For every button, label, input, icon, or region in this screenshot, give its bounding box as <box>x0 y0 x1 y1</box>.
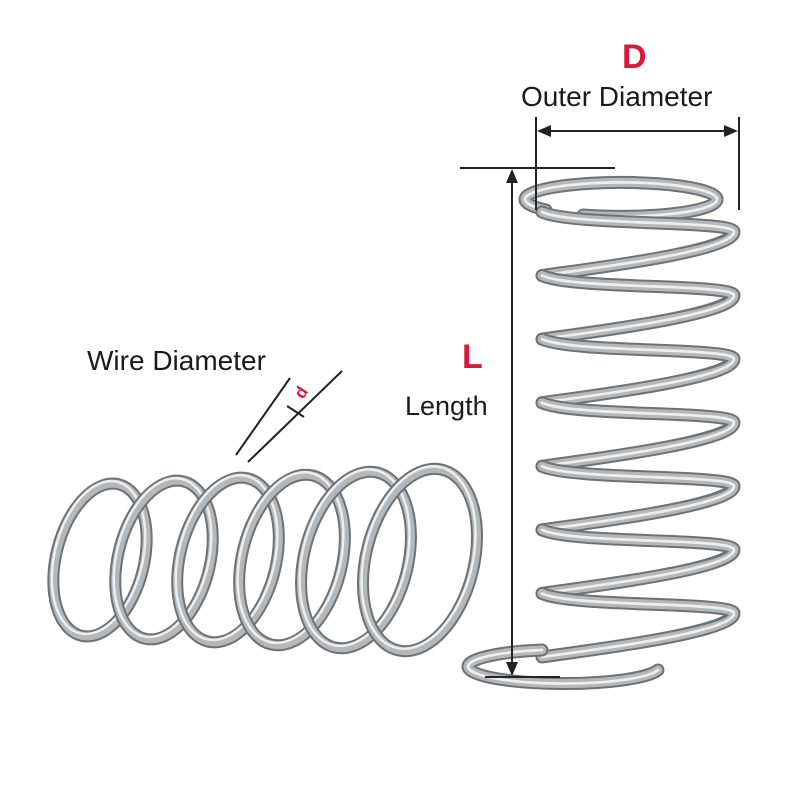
spring-coil <box>535 523 741 600</box>
outer-diameter-label: Outer Diameter <box>521 81 713 112</box>
wire-diameter-line-upper <box>247 370 343 463</box>
spring-coil <box>535 269 741 346</box>
spring-coil-highlight <box>50 479 147 636</box>
spring-coil <box>535 586 741 664</box>
outer-diameter-symbol: D <box>622 38 647 76</box>
wire-diameter-tick <box>286 405 305 418</box>
wire-diameter-dimension <box>235 370 343 463</box>
spring-coil-highlight <box>174 473 279 642</box>
spring-coil <box>535 332 741 410</box>
length-dimension <box>460 167 615 678</box>
spring-coil-highlight <box>360 465 477 651</box>
spring-coil <box>235 470 349 650</box>
upright-compression-spring <box>461 175 741 691</box>
spring-coil <box>535 205 741 283</box>
length-symbol: L <box>462 338 483 376</box>
spring-top-end-coil <box>518 175 724 223</box>
spring-coil <box>111 476 217 644</box>
wire-diameter-label: Wire Diameter <box>87 345 266 376</box>
spring-coil <box>535 396 741 473</box>
spring-coil <box>358 464 482 656</box>
spring-bottom-end-coil <box>461 643 665 691</box>
spring-coil-highlight <box>298 468 411 648</box>
spring-coil <box>297 467 415 653</box>
lying-compression-spring <box>47 462 484 658</box>
spring-coil <box>173 473 283 647</box>
length-label: Length <box>405 391 488 421</box>
spring-coil-highlight <box>236 471 345 645</box>
outer-diameter-dimension <box>535 117 740 210</box>
spring-coil-highlight <box>112 476 213 639</box>
spring-coil <box>49 479 151 641</box>
wire-diameter-line-lower <box>235 377 291 456</box>
spring-coil <box>535 459 741 537</box>
